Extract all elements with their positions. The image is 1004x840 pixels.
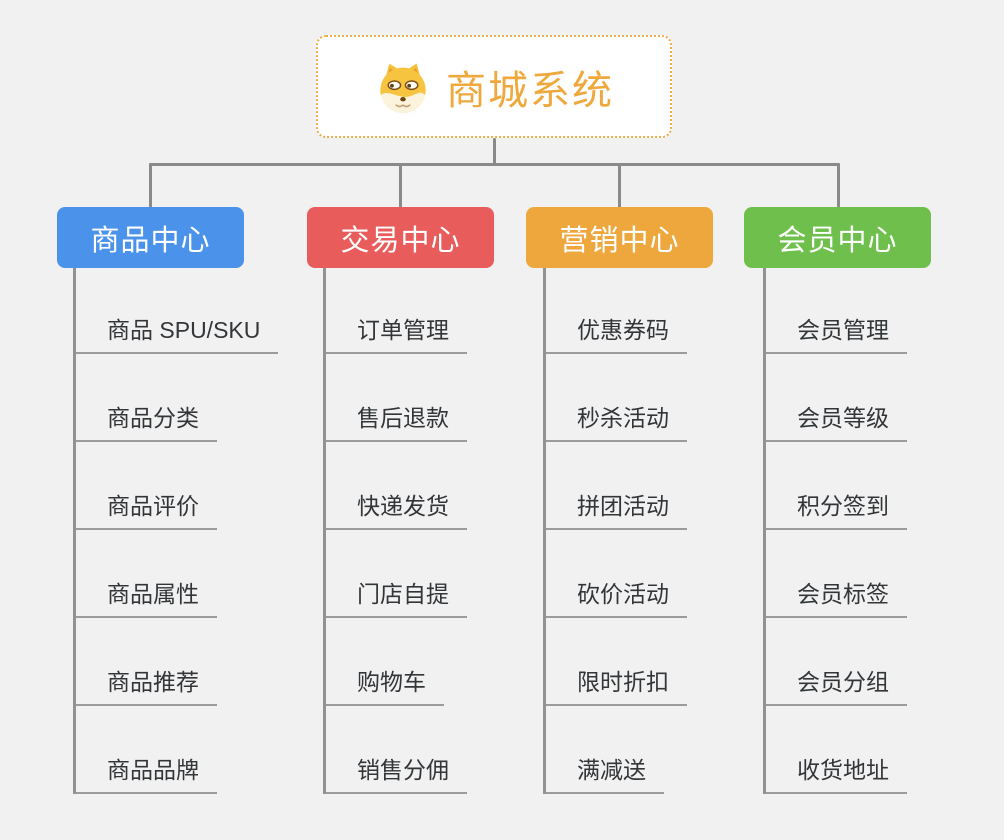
leaf-node[interactable]: 限时折扣 xyxy=(546,668,687,706)
doge-icon xyxy=(380,62,426,113)
leaf-node[interactable]: 销售分佣 xyxy=(326,756,467,794)
connector-drop-product xyxy=(149,163,152,208)
leaf-node[interactable]: 积分签到 xyxy=(766,492,907,530)
root-node-mall-system[interactable]: 商城系统 xyxy=(316,35,672,138)
leaf-node[interactable]: 满减送 xyxy=(546,756,664,794)
leaf-node[interactable]: 购物车 xyxy=(326,668,444,706)
root-title: 商城系统 xyxy=(446,68,614,113)
connector-bus xyxy=(149,163,840,166)
leaf-node[interactable]: 会员分组 xyxy=(766,668,907,706)
leaf-node[interactable]: 商品推荐 xyxy=(76,668,217,706)
branch-label: 会员中心 xyxy=(777,224,898,257)
column-product-center: 商品 SPU/SKU 商品分类 商品评价 商品属性 商品推荐 商品品牌 xyxy=(73,268,279,794)
leaf-node[interactable]: 砍价活动 xyxy=(546,580,687,618)
leaf-node[interactable]: 售后退款 xyxy=(326,404,467,442)
connector-root-stem xyxy=(493,138,496,165)
branch-label: 交易中心 xyxy=(340,224,461,257)
branch-node-product-center[interactable]: 商品中心 xyxy=(57,207,244,268)
leaf-node[interactable]: 会员管理 xyxy=(766,316,907,354)
leaf-node[interactable]: 订单管理 xyxy=(326,316,467,354)
leaf-node[interactable]: 商品分类 xyxy=(76,404,217,442)
connector-drop-marketing xyxy=(618,163,621,208)
leaf-node[interactable]: 商品品牌 xyxy=(76,756,217,794)
leaf-node[interactable]: 拼团活动 xyxy=(546,492,687,530)
leaf-node[interactable]: 会员标签 xyxy=(766,580,907,618)
leaf-node[interactable]: 收货地址 xyxy=(766,756,907,794)
leaf-node[interactable]: 会员等级 xyxy=(766,404,907,442)
leaf-node[interactable]: 商品评价 xyxy=(76,492,217,530)
leaf-node[interactable]: 优惠券码 xyxy=(546,316,687,354)
leaf-node[interactable]: 商品 SPU/SKU xyxy=(76,316,279,354)
branch-label: 营销中心 xyxy=(559,224,680,257)
leaf-node[interactable]: 秒杀活动 xyxy=(546,404,687,442)
branch-label: 商品中心 xyxy=(90,224,211,257)
branch-node-member-center[interactable]: 会员中心 xyxy=(744,207,931,268)
leaf-node[interactable]: 商品属性 xyxy=(76,580,217,618)
column-trade-center: 订单管理 售后退款 快递发货 门店自提 购物车 销售分佣 xyxy=(323,268,467,794)
branch-node-marketing-center[interactable]: 营销中心 xyxy=(526,207,713,268)
leaf-node[interactable]: 快递发货 xyxy=(326,492,467,530)
column-member-center: 会员管理 会员等级 积分签到 会员标签 会员分组 收货地址 xyxy=(763,268,907,794)
leaf-node[interactable]: 门店自提 xyxy=(326,580,467,618)
branch-node-trade-center[interactable]: 交易中心 xyxy=(307,207,494,268)
connector-drop-member xyxy=(837,163,840,208)
column-marketing-center: 优惠券码 秒杀活动 拼团活动 砍价活动 限时折扣 满减送 xyxy=(543,268,687,794)
connector-drop-trade xyxy=(399,163,402,208)
